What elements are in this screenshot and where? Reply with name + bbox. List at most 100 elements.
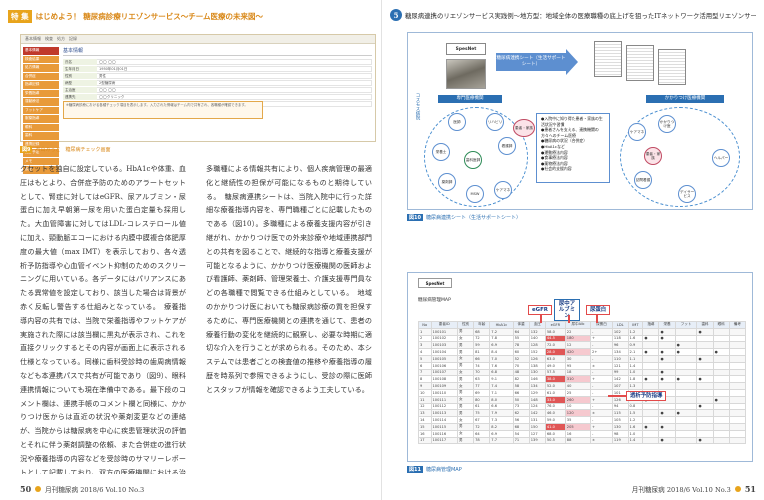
- table-cell: 8.2: [489, 422, 514, 431]
- table-cell: 68.0: [544, 429, 566, 438]
- table-cell: 142: [528, 409, 546, 418]
- table-cell: [674, 382, 698, 390]
- table-cell: 4: [418, 348, 432, 356]
- table-cell: 2.1: [627, 348, 644, 356]
- form-value: 男性: [97, 73, 372, 79]
- table-cell: 1.4: [627, 361, 644, 370]
- table-cell: [674, 422, 698, 431]
- left-page: 特 集 はじめよう！ 糖尿病診療リエゾンサービス〜チーム医療の未来図〜 基本情報…: [8, 9, 376, 494]
- table-cell: 64: [512, 327, 530, 336]
- table-cell: 77: [473, 382, 491, 390]
- table-cell: ●: [642, 422, 660, 431]
- table-cell: 14: [418, 416, 432, 424]
- form-value: ◯◯ ◯◯: [97, 59, 372, 65]
- table-cell: [642, 341, 660, 350]
- table-cell: 男: [456, 422, 475, 431]
- table-cell: 49.0: [544, 361, 566, 370]
- table-cell: 1.1: [627, 354, 644, 363]
- patient-family-node: 患者・家族: [513, 119, 535, 137]
- table-cell: [712, 416, 730, 424]
- table-cell: 94: [611, 402, 629, 411]
- table-cell: -: [590, 341, 613, 350]
- footer-dot-icon: [35, 486, 42, 492]
- table-cell: 130: [528, 368, 546, 377]
- table-cell: [642, 354, 660, 363]
- care-team-node: 看護師: [498, 137, 516, 155]
- table-cell: 148: [528, 395, 546, 404]
- running-header: 特 集 はじめよう！ 糖尿病診療リエゾンサービス〜チーム医療の未来図〜: [8, 9, 374, 23]
- table-cell: 57.5: [544, 368, 566, 377]
- table-cell: [728, 368, 747, 377]
- care-team-node: MSW: [466, 185, 484, 203]
- table-cell: [674, 429, 698, 438]
- body-text: クセットを独自に設定している。HbA1cや体重、血圧はもとより、合併症予防のため…: [20, 162, 372, 474]
- column-header: 年齢: [473, 321, 491, 329]
- table-cell: +: [590, 395, 613, 404]
- table-cell: [642, 429, 660, 438]
- figure-label: 図10: [407, 214, 423, 221]
- table-cell: 100115: [430, 422, 458, 431]
- column-header: フット: [674, 321, 698, 329]
- table-cell: 81: [473, 348, 491, 356]
- table-cell: 66: [512, 388, 530, 397]
- table-cell: ●: [696, 375, 714, 384]
- table-cell: [728, 334, 747, 343]
- table-cell: 59: [473, 341, 491, 350]
- figure-label: 図9: [20, 146, 33, 153]
- column-header: LDL: [611, 321, 629, 329]
- table-cell: 8.4: [489, 348, 514, 356]
- care-team-node: 医師: [448, 113, 466, 131]
- table-cell: [642, 327, 660, 336]
- table-cell: 420: [564, 348, 592, 356]
- table-cell: 7.6: [489, 361, 514, 370]
- table-cell: 男: [456, 341, 475, 350]
- table-cell: 0.8: [627, 402, 644, 411]
- right-page: 5 糖尿病連携のリエゾンサービス実践例〜地方型：地域全体の医療職種の底上げを狙っ…: [382, 0, 764, 500]
- table-cell: +: [590, 334, 613, 343]
- table-cell: ●: [658, 422, 676, 431]
- shared-info-item: ●患者さんを支える、連携機関の方々へのチーム医療: [541, 127, 599, 138]
- table-cell: 35: [564, 416, 592, 424]
- shared-info-item: ●薬物療法内容: [541, 160, 568, 166]
- table-cell: 10: [418, 388, 432, 397]
- table-cell: +: [590, 375, 613, 384]
- table-cell: 50.5: [544, 436, 566, 445]
- column-header: 栄養: [658, 321, 676, 329]
- callout-pointer: [568, 315, 570, 323]
- table-cell: ●: [658, 409, 676, 418]
- table-cell: 38.0: [544, 375, 566, 384]
- table-cell: 7.0: [489, 354, 514, 363]
- column-header: IMT: [627, 321, 644, 329]
- table-cell: 48: [512, 368, 530, 377]
- form-value: 2型糖尿病: [97, 80, 372, 86]
- column-header: 尿蛋白: [590, 321, 613, 329]
- form-label: 氏名: [63, 59, 97, 65]
- table-cell: -: [590, 382, 613, 390]
- table-cell: [696, 409, 714, 418]
- table-cell: [696, 348, 714, 356]
- table-cell: [728, 422, 747, 431]
- care-team-node: ケアマネ: [628, 123, 646, 141]
- table-cell: 18: [564, 368, 592, 377]
- callout-albumin: 尿中アルブミン: [554, 299, 580, 321]
